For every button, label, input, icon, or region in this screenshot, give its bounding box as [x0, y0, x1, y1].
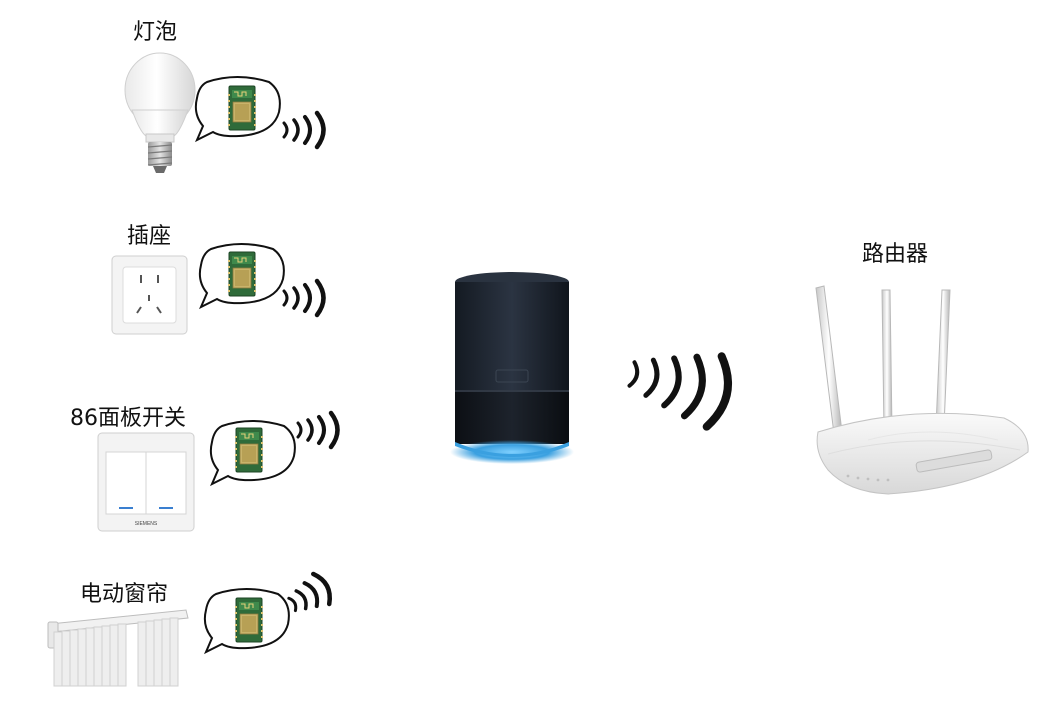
socket-label: 插座 — [127, 224, 172, 249]
light-bulb-icon — [124, 52, 196, 173]
smart-speaker-icon — [450, 272, 574, 464]
wifi-signal-icon — [288, 596, 348, 636]
bulb-label: 灯泡 — [133, 20, 178, 45]
curtain-rail-icon — [47, 609, 189, 687]
wifi-signal-icon — [282, 298, 342, 338]
chip-speech-bubble — [198, 243, 285, 310]
chip-speech-bubble — [209, 420, 296, 487]
switch-label: 86面板开关 — [70, 406, 186, 431]
wifi-signal-icon — [627, 352, 732, 431]
power-socket-icon — [111, 255, 188, 335]
curtain-label: 电动窗帘 — [80, 582, 169, 607]
switch-brand: SIEMENS — [135, 521, 158, 527]
wifi-signal-icon — [296, 430, 356, 470]
wall-switch-icon: SIEMENS — [97, 432, 195, 532]
wifi-router-icon — [815, 285, 1029, 495]
router-label: 路由器 — [862, 242, 929, 267]
chip-speech-bubble — [194, 76, 281, 143]
wifi-signal-icon — [282, 130, 342, 170]
chip-speech-bubble — [203, 588, 290, 655]
